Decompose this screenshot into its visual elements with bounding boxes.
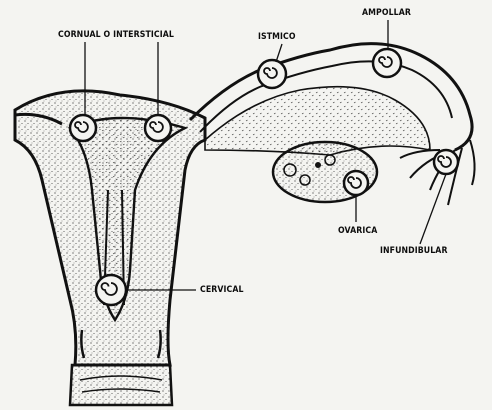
sac-cornual-right	[145, 115, 171, 141]
sac-ampollar	[373, 49, 401, 77]
label-infundibular: INFUNDIBULAR	[380, 246, 448, 256]
sac-cornual-left	[70, 115, 96, 141]
uterus-body	[15, 91, 205, 365]
label-ampollar: AMPOLLAR	[362, 8, 411, 18]
fallopian-tube	[190, 44, 472, 155]
sac-infundibular	[434, 150, 458, 174]
label-cornual: CORNUAL O INTERSTICIAL	[58, 30, 174, 40]
label-cervical: CERVICAL	[200, 285, 244, 295]
label-istmico: ISTMICO	[258, 32, 296, 42]
sac-istmico	[258, 60, 286, 88]
fimbriae	[400, 140, 475, 205]
sac-ovarica	[344, 171, 368, 195]
sac-cervical	[96, 275, 126, 305]
label-ovarica: OVARICA	[338, 226, 377, 236]
